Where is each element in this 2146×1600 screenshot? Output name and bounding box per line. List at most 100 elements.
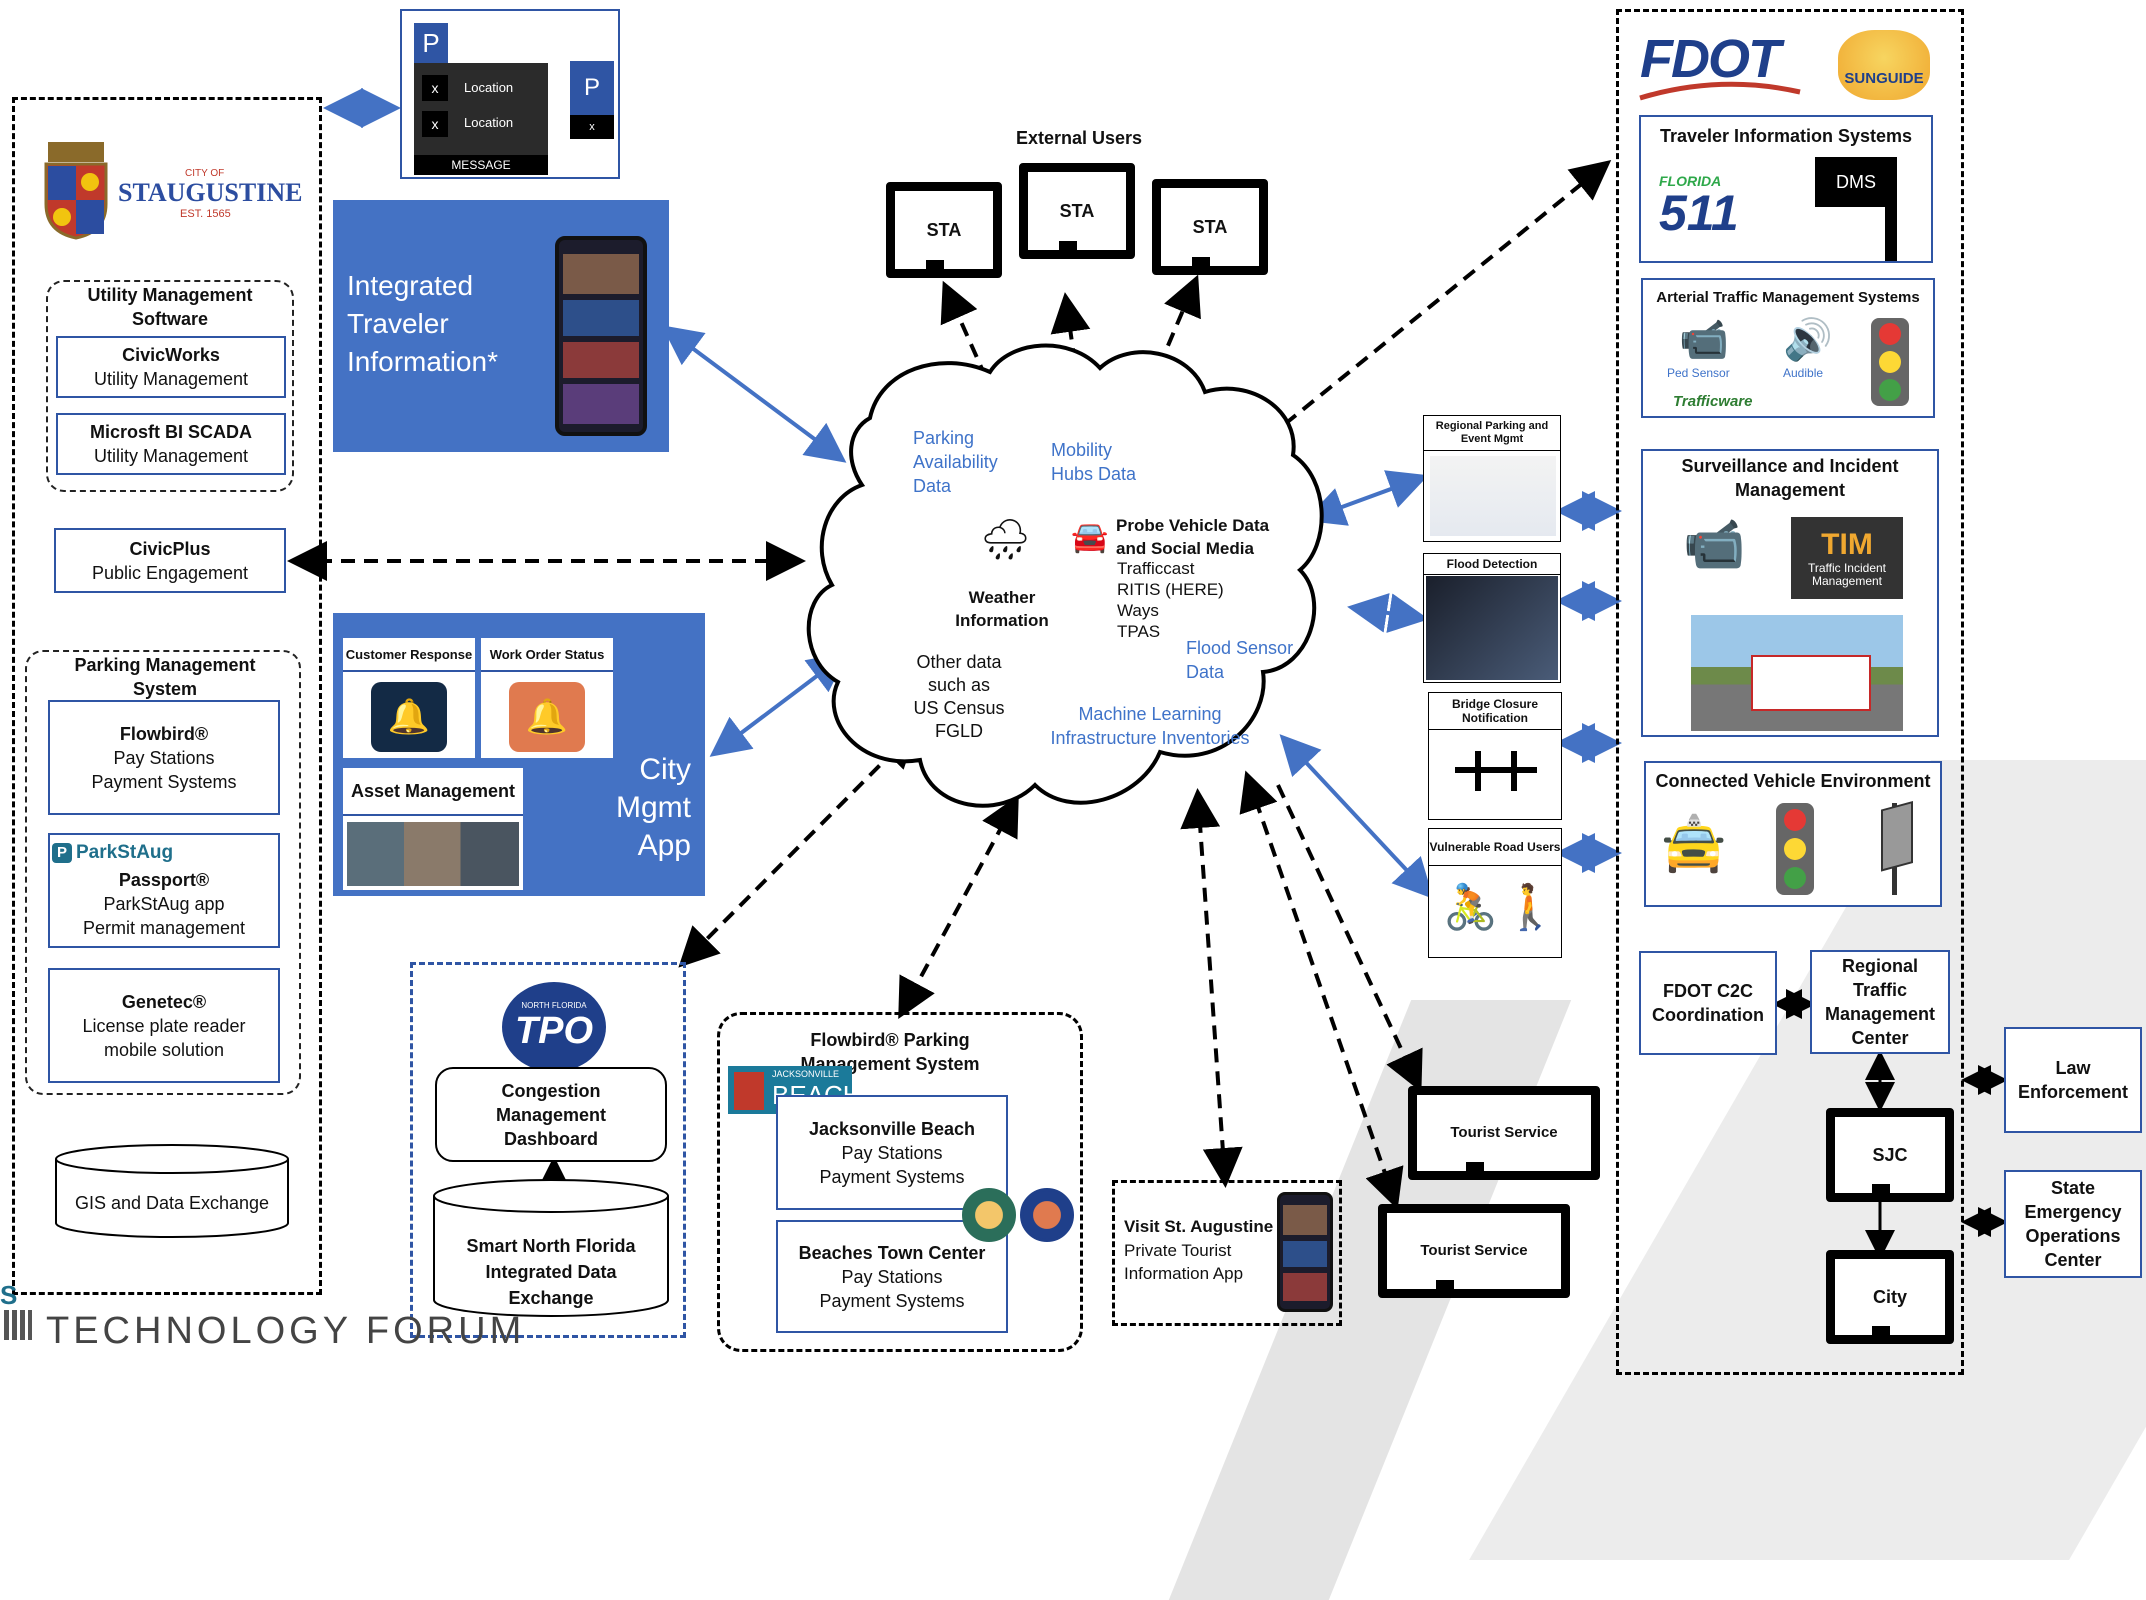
vulnerable-road-users-box[interactable]: Vulnerable Road Users 🚴 🚶 bbox=[1428, 828, 1562, 958]
scada-box[interactable]: Microsft BI SCADA Utility Management bbox=[56, 413, 286, 475]
jax-beach-box[interactable]: Jacksonville Beach Pay Stations Payment … bbox=[776, 1095, 1008, 1210]
surveillance-box[interactable]: Surveillance and Incident Management 📹 T… bbox=[1641, 449, 1939, 737]
ped-sensor-icon: 📹 bbox=[1679, 318, 1729, 362]
bridge-closure-label: Bridge Closure Notification bbox=[1429, 693, 1561, 730]
integrated-traveler-panel[interactable]: Integrated Traveler Information* bbox=[333, 200, 669, 452]
sta-monitor-2[interactable]: STA bbox=[1019, 163, 1135, 259]
flowbird-box[interactable]: Flowbird® Pay Stations Payment Systems bbox=[48, 700, 280, 815]
fl511-main: 511 bbox=[1659, 185, 1739, 241]
gis-database-icon[interactable] bbox=[54, 1143, 290, 1239]
st-augustine-group bbox=[12, 97, 322, 1295]
tourist-service-monitor-2[interactable]: Tourist Service bbox=[1378, 1204, 1570, 1300]
jax-beach-l2: Payment Systems bbox=[819, 1166, 965, 1187]
probe-item: TPAS bbox=[1117, 622, 1161, 641]
connected-vehicle-box[interactable]: Connected Vehicle Environment 🚖 bbox=[1644, 761, 1942, 907]
passport-box[interactable]: Passport® ParkStAug app Permit managemen… bbox=[48, 833, 280, 948]
sta-label: STA bbox=[886, 182, 1002, 278]
cloud-mobility-hubs: Mobility Hubs Data bbox=[1051, 438, 1136, 486]
logo-st-augustine: STAUGUSTINE bbox=[118, 178, 303, 207]
fl511-top: FLORIDA bbox=[1659, 173, 1722, 189]
regional-parking-box[interactable]: Regional Parking and Event Mgmt bbox=[1423, 415, 1561, 542]
jax-beach-l1: Pay Stations bbox=[841, 1142, 943, 1163]
bridge-closure-box[interactable]: Bridge Closure Notification bbox=[1428, 692, 1562, 820]
cloud-flood-sensor: Flood Sensor Data bbox=[1186, 636, 1293, 684]
visit-st-augustine-group bbox=[1112, 1180, 1342, 1326]
cloud-probe-title: Probe Vehicle Data and Social Media bbox=[1116, 514, 1269, 560]
trafficware-logo: Trafficware bbox=[1673, 393, 1753, 410]
bridge-icon bbox=[1455, 751, 1537, 791]
data-cloud bbox=[806, 343, 1324, 808]
bell-icon: 🔔 bbox=[509, 682, 585, 752]
cloud-weather: Weather Information bbox=[955, 586, 1049, 632]
roadside-unit-icon bbox=[1881, 801, 1913, 895]
tourist-service-monitor-1[interactable]: Tourist Service bbox=[1408, 1086, 1600, 1182]
parking-sign-panel: P x Location x Location MESSAGE P x bbox=[400, 9, 620, 179]
visit-l2: Information App bbox=[1124, 1264, 1244, 1283]
parking-management-group bbox=[25, 650, 301, 1095]
civicworks-box[interactable]: CivicWorks Utility Management bbox=[56, 336, 286, 398]
cloud-parking-l2: Availability bbox=[913, 452, 998, 472]
flowbird-l2: Payment Systems bbox=[91, 771, 237, 792]
utility-management-title: Utility Management Software bbox=[87, 285, 253, 329]
tim-logo-sub: Traffic Incident Management bbox=[1807, 561, 1887, 588]
cloud-machine-learning: Machine Learning Infrastructure Inventor… bbox=[1040, 702, 1260, 750]
sign-x-icon: x bbox=[422, 75, 448, 101]
ped-sensor-label: Ped Sensor bbox=[1667, 366, 1730, 380]
utility-management-group bbox=[46, 280, 294, 492]
sta-monitor-3[interactable]: STA bbox=[1152, 179, 1268, 275]
sjc-monitor[interactable]: SJC bbox=[1826, 1108, 1954, 1204]
tourist-service-label: Tourist Service bbox=[1378, 1204, 1570, 1298]
scada-title: Microsft BI SCADA bbox=[89, 422, 252, 442]
sign-row1: Location bbox=[464, 80, 514, 95]
forum-logo-icon: S bbox=[0, 1280, 34, 1340]
sta-monitor-1[interactable]: STA bbox=[886, 182, 1002, 278]
atms-title: Arterial Traffic Management Systems bbox=[1656, 288, 1920, 306]
tpo-group bbox=[410, 962, 686, 1338]
other-l4: FGLD bbox=[934, 721, 983, 741]
road-ranger-photo bbox=[1691, 615, 1903, 731]
civicplus-box[interactable]: CivicPlus Public Engagement bbox=[54, 528, 286, 593]
city-label: City bbox=[1826, 1250, 1954, 1344]
genetec-box[interactable]: Genetec® License plate reader mobile sol… bbox=[48, 968, 280, 1083]
sta-label: STA bbox=[1152, 179, 1268, 275]
parkstaug-logo: P ParkStAug bbox=[52, 840, 173, 866]
surveillance-title: Surveillance and Incident Management bbox=[1681, 456, 1899, 500]
city-seal-icon bbox=[962, 1188, 1016, 1242]
parking-sign-board: x Location x Location MESSAGE bbox=[414, 63, 548, 175]
ml-l2: Infrastructure Inventories bbox=[1050, 728, 1250, 748]
rtmc-box[interactable]: Regional Traffic Management Center bbox=[1810, 950, 1950, 1054]
city-mgmt-app-panel[interactable]: Customer Response 🔔 Work Order Status 🔔 … bbox=[333, 613, 705, 896]
city-seal-icon bbox=[1020, 1188, 1074, 1242]
customer-response-tile[interactable]: Customer Response 🔔 bbox=[343, 638, 475, 758]
connector-layer bbox=[287, 88, 2008, 1260]
flood-detection-box[interactable]: Flood Detection bbox=[1423, 553, 1561, 683]
small-sign-x: x bbox=[570, 115, 614, 139]
city-mgmt-label1: City bbox=[639, 753, 691, 786]
cyclist-icon: 🚴 bbox=[1443, 883, 1498, 932]
jax-beach-title: Jacksonville Beach bbox=[808, 1118, 976, 1139]
law-enforcement-box[interactable]: Law Enforcement bbox=[2004, 1027, 2142, 1133]
sign-row2: Location bbox=[464, 115, 514, 130]
visit-l1: Private Tourist bbox=[1124, 1241, 1232, 1260]
asset-photo bbox=[347, 822, 519, 886]
city-mgmt-label2: Mgmt bbox=[616, 791, 691, 824]
congestion-dashboard-box[interactable]: Congestion Management Dashboard bbox=[435, 1067, 667, 1162]
other-l1: Other data bbox=[916, 652, 1002, 672]
customer-response-label: Customer Response bbox=[343, 638, 475, 672]
work-order-tile[interactable]: Work Order Status 🔔 bbox=[481, 638, 613, 758]
seoc-box[interactable]: State Emergency Operations Center bbox=[2004, 1170, 2142, 1278]
data-exchange-database-icon[interactable] bbox=[432, 1178, 670, 1318]
fdot-c2c-box[interactable]: FDOT C2C Coordination bbox=[1639, 951, 1777, 1055]
integrated-line2: Traveler bbox=[347, 308, 449, 339]
dms-pole bbox=[1885, 205, 1897, 261]
probe-item: Trafficcast bbox=[1117, 559, 1195, 578]
arterial-tms-box[interactable]: Arterial Traffic Management Systems 📹 Pe… bbox=[1641, 278, 1935, 418]
cloud-weather-l1: Weather bbox=[968, 588, 1036, 607]
btc-title: Beaches Town Center bbox=[798, 1242, 986, 1263]
beaches-town-center-box[interactable]: Beaches Town Center Pay Stations Payment… bbox=[776, 1220, 1008, 1333]
asset-management-tile[interactable]: Asset Management bbox=[343, 768, 523, 890]
traveler-info-systems-box[interactable]: Traveler Information Systems FLORIDA 511… bbox=[1639, 115, 1933, 263]
car-icon: 🚘 bbox=[1071, 521, 1109, 554]
jax-beach-logo-small: JACKSONVILLE bbox=[772, 1069, 840, 1079]
city-monitor[interactable]: City bbox=[1826, 1250, 1954, 1346]
